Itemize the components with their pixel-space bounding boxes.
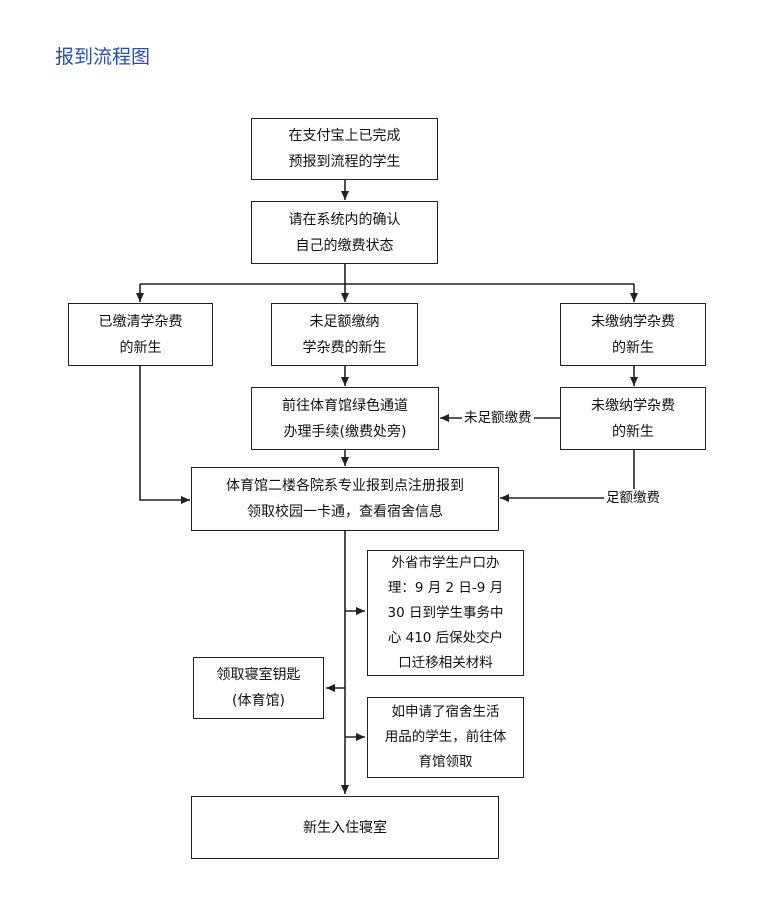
node-hukou: 外省市学生户口办 理：9 月 2 日-9 月 30 日到学生事务中 心 410 …: [367, 550, 524, 676]
node-register-line2: 领取校园一卡通，查看宿舍信息: [247, 504, 443, 520]
node-key-line1: 领取寝室钥匙: [216, 667, 301, 683]
node-alipay-done-line1: 在支付宝上已完成: [288, 128, 401, 144]
node-green-channel-line2: 办理手续(缴费处旁): [283, 423, 407, 440]
node-green-channel-line1: 前往体育馆绿色通道: [282, 397, 408, 414]
node-unpaid-2-line2: 的新生: [612, 423, 654, 440]
node-unpaid-2: 未缴纳学杂费 的新生: [560, 387, 706, 450]
node-hukou-line5: 口迁移相关材料: [398, 654, 493, 671]
node-partial-line1: 未足额缴纳: [309, 313, 380, 330]
node-supplies-line3: 育馆领取: [418, 754, 473, 770]
node-hukou-line3: 30 日到学生事务中: [387, 604, 504, 621]
node-partial: 未足额缴纳 学杂费的新生: [271, 303, 418, 366]
node-confirm-status-line1: 请在系统内的确认: [288, 211, 401, 228]
node-unpaid-line1: 未缴纳学杂费: [591, 313, 675, 330]
page-title: 报到流程图: [55, 46, 151, 68]
node-move-in-line1: 新生入住寝室: [303, 819, 387, 836]
node-alipay-done-line2: 预报到流程的学生: [288, 154, 401, 170]
node-unpaid-2-line1: 未缴纳学杂费: [591, 397, 675, 414]
node-supplies-line2: 用品的学生，前往体: [384, 729, 507, 745]
node-alipay-done: 在支付宝上已完成 预报到流程的学生: [251, 118, 438, 180]
node-green-channel: 前往体育馆绿色通道 办理手续(缴费处旁): [251, 387, 439, 450]
node-supplies-line1: 如申请了宿舍生活: [391, 704, 500, 720]
node-partial-line2: 学杂费的新生: [302, 339, 387, 356]
node-confirm-status-line2: 自己的缴费状态: [295, 237, 394, 254]
edge-paid-to-register: [139, 366, 190, 504]
edge-label-insufficient-payment: 未足额缴费: [462, 409, 534, 427]
node-paid-line2: 的新生: [119, 339, 162, 356]
node-paid: 已缴清学杂费 的新生: [68, 303, 213, 366]
node-move-in: 新生入住寝室: [191, 796, 499, 859]
node-key: 领取寝室钥匙 (体育馆): [193, 657, 324, 719]
node-hukou-line2: 理：9 月 2 日-9 月: [387, 579, 504, 596]
node-register-line1: 体育馆二楼各院系专业报到点注册报到: [226, 478, 464, 494]
node-key-line2: (体育馆): [232, 693, 285, 709]
edge-label-full-payment: 足额缴费: [604, 489, 662, 507]
node-supplies: 如申请了宿舍生活 用品的学生，前往体 育馆领取: [367, 697, 524, 778]
node-hukou-line4: 心 410 后保处交户: [387, 629, 504, 646]
node-hukou-line1: 外省市学生户口办: [391, 554, 500, 571]
node-register: 体育馆二楼各院系专业报到点注册报到 领取校园一卡通，查看宿舍信息: [191, 467, 499, 531]
node-unpaid-line2: 的新生: [612, 339, 654, 356]
node-confirm-status: 请在系统内的确认 自己的缴费状态: [251, 201, 438, 264]
node-paid-line1: 已缴清学杂费: [98, 313, 183, 330]
node-unpaid: 未缴纳学杂费 的新生: [560, 303, 706, 366]
